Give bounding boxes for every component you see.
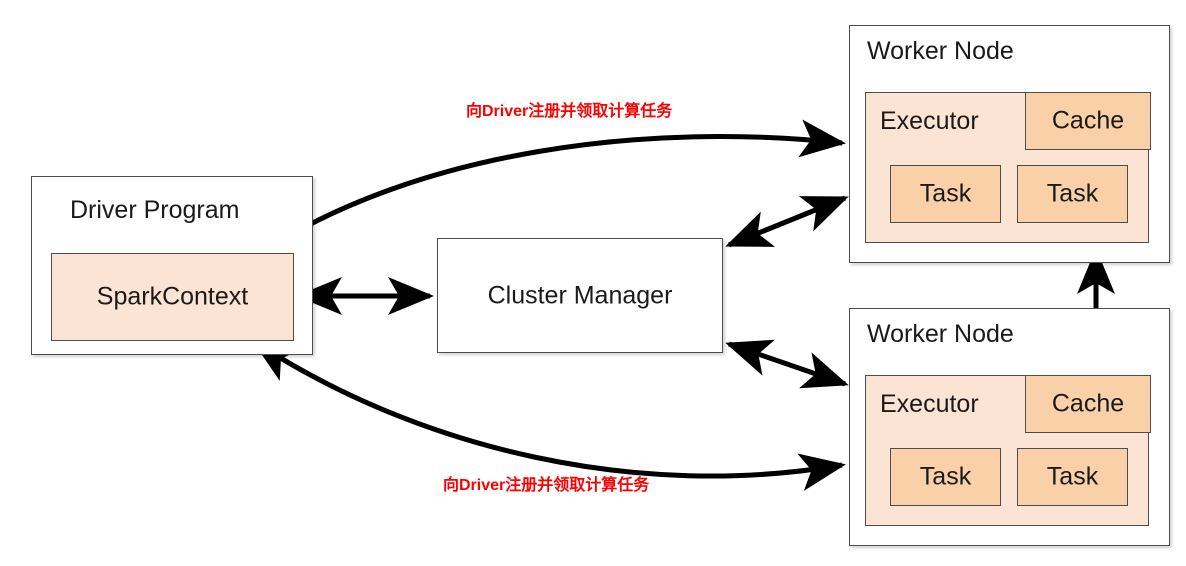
- annotation-bottom: 向Driver注册并领取计算任务: [443, 477, 650, 494]
- cluster-manager-label: Cluster Manager: [487, 281, 673, 309]
- annotation-top: 向Driver注册并领取计算任务: [466, 103, 673, 120]
- worker-node-2-cache-label: Cache: [1051, 389, 1125, 418]
- worker-node-1-executor-box[interactable]: Executor Cache Task Task: [865, 92, 1151, 243]
- worker-node-1-task-0-label: Task: [919, 179, 972, 208]
- worker-node-2-task-1-box[interactable]: Task: [1017, 448, 1128, 506]
- worker-node-2-executor-box[interactable]: Executor Cache Task Task: [865, 375, 1151, 526]
- worker-node-1-box[interactable]: Worker Node Executor Cache Task Task: [849, 25, 1170, 263]
- worker-node-2-executor-label: Executor: [880, 390, 979, 418]
- worker-node-1-executor-label: Executor: [880, 107, 979, 135]
- sparkcontext-box[interactable]: SparkContext: [51, 253, 294, 341]
- arrow-clustermanager-worker1: [725, 195, 849, 248]
- worker-node-1-task-1-label: Task: [1046, 179, 1099, 208]
- driver-program-box[interactable]: Driver Program SparkContext: [31, 176, 313, 355]
- arrow-driver-worker2-curve: [251, 339, 846, 491]
- arrow-clustermanager-worker2: [725, 339, 849, 389]
- worker-node-2-task-0-label: Task: [919, 462, 972, 491]
- arrow-driver-worker1-curve: [258, 119, 846, 255]
- worker-node-2-task-0-box[interactable]: Task: [890, 448, 1001, 506]
- worker-node-2-label: Worker Node: [867, 320, 1014, 348]
- worker-node-1-cache-box[interactable]: Cache: [1025, 92, 1151, 150]
- sparkcontext-label: SparkContext: [96, 282, 249, 311]
- worker-node-2-task-1-label: Task: [1046, 462, 1099, 491]
- cluster-manager-box[interactable]: Cluster Manager: [437, 238, 723, 353]
- worker-node-2-box[interactable]: Worker Node Executor Cache Task Task: [849, 308, 1170, 546]
- worker-node-1-task-0-box[interactable]: Task: [890, 165, 1001, 223]
- driver-program-label: Driver Program: [70, 196, 240, 224]
- worker-node-2-cache-box[interactable]: Cache: [1025, 375, 1151, 433]
- worker-node-1-task-1-box[interactable]: Task: [1017, 165, 1128, 223]
- worker-node-1-cache-label: Cache: [1051, 106, 1125, 135]
- worker-node-1-label: Worker Node: [867, 37, 1014, 65]
